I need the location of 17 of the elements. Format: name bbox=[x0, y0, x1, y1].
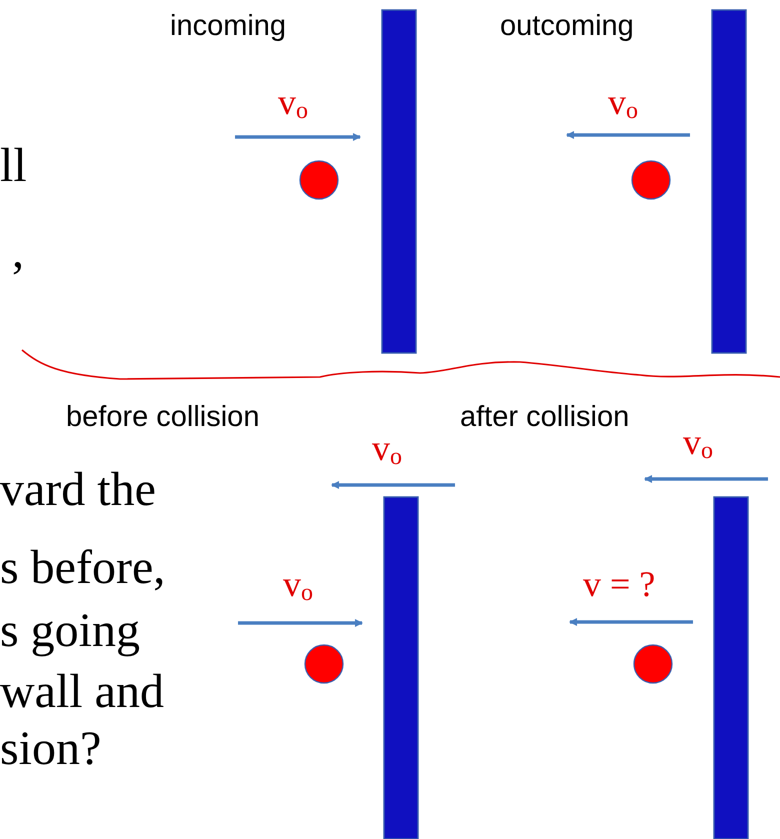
question-text: ll bbox=[0, 142, 27, 190]
panel-title: incoming bbox=[170, 12, 286, 41]
question-text: vard the bbox=[0, 466, 156, 514]
question-text: s before, bbox=[0, 544, 166, 592]
question-text: , bbox=[12, 228, 24, 276]
velocity-label: v = ? bbox=[583, 566, 656, 602]
velocity-label: v$_{o}$ bbox=[683, 424, 713, 463]
panel-title: before collision bbox=[66, 403, 260, 432]
velocity-label: v$_{o}$ bbox=[608, 84, 638, 123]
question-text: wall and bbox=[0, 668, 164, 716]
velocity-label: v$_{o}$ bbox=[283, 566, 313, 605]
panel-title: outcoming bbox=[500, 12, 634, 41]
velocity-label: v$_{o}$ bbox=[372, 430, 402, 469]
panel-title: after collision bbox=[460, 403, 630, 432]
velocity-label: v$_{o}$ bbox=[278, 84, 308, 123]
question-text: sion? bbox=[0, 725, 102, 773]
question-text: s going bbox=[0, 607, 140, 655]
